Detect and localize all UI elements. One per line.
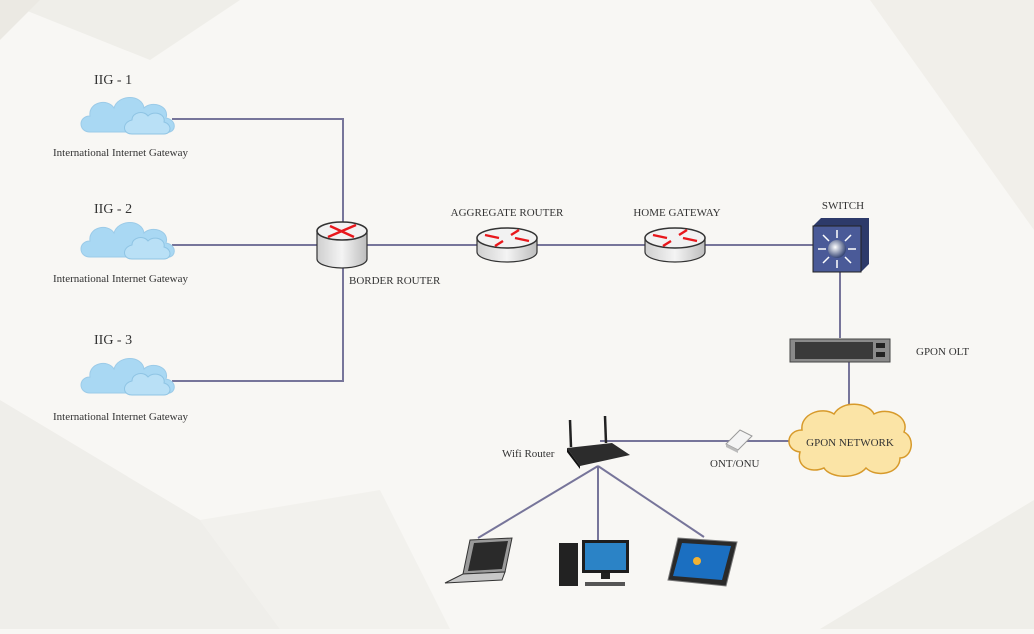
gateway-subtitle: International Internet Gateway [53,411,188,423]
gpon-olt-label: GPON OLT [916,346,969,358]
router-icon [316,221,368,269]
aggregate-router: AGGREGATE ROUTER [451,207,564,264]
desktop-icon [559,540,629,586]
cloud-icon [80,222,175,260]
gateway-iig-3: IIG - 3 International Internet Gateway [53,333,188,423]
gateway-title: IIG - 1 [94,73,132,88]
cloud-icon [80,97,175,135]
switch-label: SWITCH [822,200,864,212]
gateway-iig-2: IIG - 2 International Internet Gateway [53,202,188,285]
laptop-icon [444,537,513,584]
cloud-icon [80,358,175,396]
wifi-router-icon [567,415,630,469]
home-gateway: HOME GATEWAY [633,207,721,264]
gateway-subtitle: International Internet Gateway [53,273,188,285]
gateway-title: IIG - 2 [94,202,132,217]
switch: SWITCH [812,200,869,273]
gpon-network: GPON NETWORK [788,403,912,477]
border-router-label: BORDER ROUTER [349,275,441,287]
gateway-title: IIG - 3 [94,333,132,348]
links [172,118,850,540]
ont-onu-label: ONT/ONU [710,458,760,470]
gpon-olt: GPON OLT [789,338,969,363]
home-gateway-label: HOME GATEWAY [633,207,720,219]
wifi-router-label: Wifi Router [502,448,555,460]
olt-device-icon [789,338,891,363]
gpon-network-label: GPON NETWORK [806,437,894,449]
ont-onu: ONT/ONU [710,429,760,470]
ont-device-icon [725,429,753,453]
border-router: BORDER ROUTER [316,221,441,287]
router-icon [643,226,707,264]
gateway-subtitle: International Internet Gateway [53,147,188,159]
gpon-cloud-icon [788,403,912,477]
switch-icon [812,218,869,273]
wifi-router: Wifi Router [502,415,630,469]
aggregate-router-label: AGGREGATE ROUTER [451,207,564,219]
tablet-icon [667,537,738,587]
router-icon [475,226,539,264]
gateway-iig-1: IIG - 1 International Internet Gateway [53,73,188,159]
